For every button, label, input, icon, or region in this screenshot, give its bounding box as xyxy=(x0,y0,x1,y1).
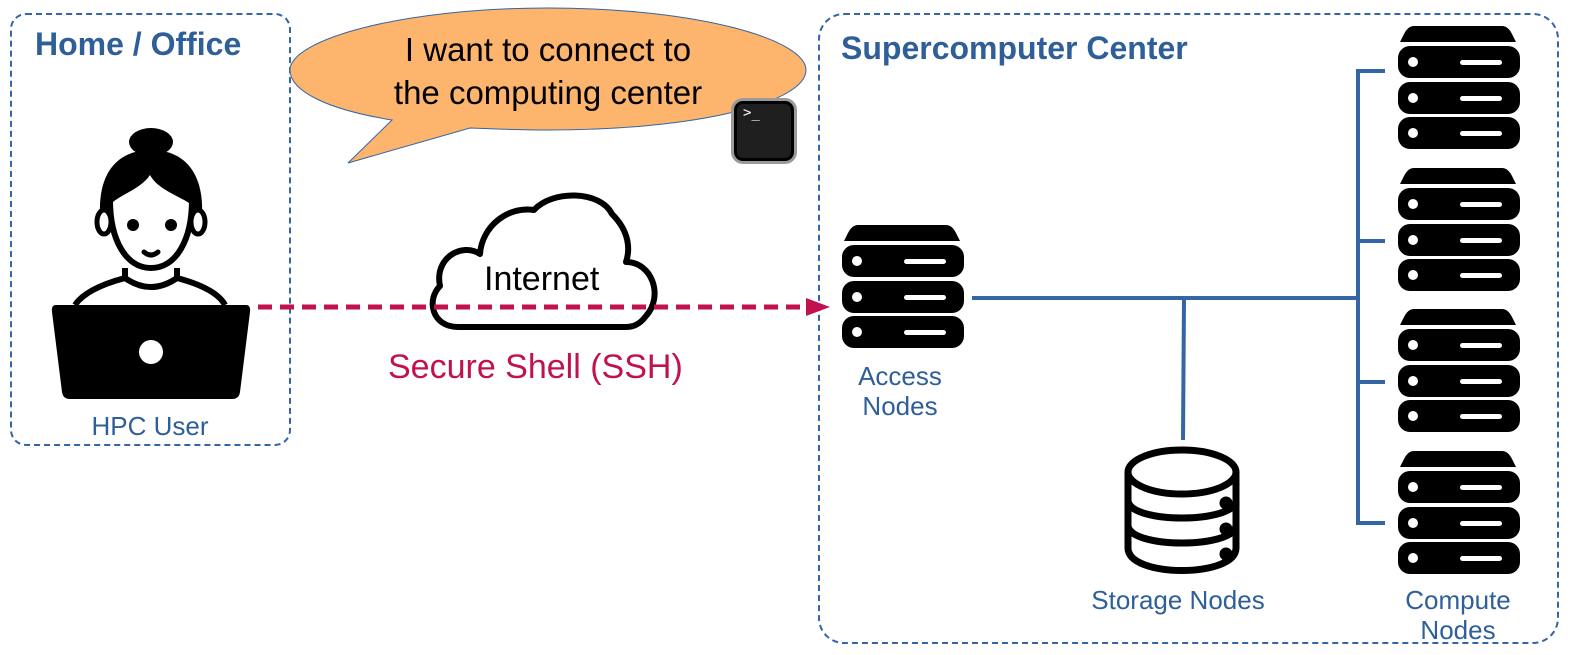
cloud-icon xyxy=(429,192,658,330)
compute-node-server-icon xyxy=(1398,451,1520,574)
access-nodes-label-line: Access xyxy=(858,361,942,391)
compute-node-server-icon xyxy=(1398,26,1520,149)
terminal-prompt: >_ xyxy=(743,105,760,121)
database-icon xyxy=(1124,446,1240,574)
compute-nodes-label: Compute Nodes xyxy=(1388,585,1528,645)
hpc-user-label: HPC User xyxy=(91,411,209,441)
ssh-label: Secure Shell (SSH) xyxy=(388,348,683,386)
speech-bubble-line: I want to connect to xyxy=(404,31,692,68)
storage-nodes-label: Storage Nodes xyxy=(1091,585,1265,615)
supercomputer-center-region xyxy=(818,13,1559,644)
internet-label: Internet xyxy=(484,260,600,298)
home-office-title: Home / Office xyxy=(35,26,242,62)
network-lines xyxy=(972,69,1385,525)
terminal-icon: >_ xyxy=(731,98,797,164)
compute-node-server-icon xyxy=(1398,168,1520,291)
speech-bubble xyxy=(289,7,807,164)
supercomputer-center-title: Supercomputer Center xyxy=(841,30,1188,66)
compute-nodes-label-line: Compute xyxy=(1405,585,1511,615)
person-with-laptop-icon xyxy=(51,128,251,399)
home-office-region xyxy=(10,13,291,446)
ssh-connection-arrow xyxy=(258,298,830,316)
access-node-server-icon xyxy=(842,225,964,348)
access-nodes-label-line: Nodes xyxy=(862,391,938,421)
speech-bubble-line: the computing center xyxy=(393,74,703,111)
speech-bubble-text: I want to connect to the computing cente… xyxy=(378,28,718,114)
compute-node-server-icon xyxy=(1398,309,1520,432)
compute-nodes-label-line: Nodes xyxy=(1420,615,1496,645)
access-nodes-label: Access Nodes xyxy=(840,361,960,421)
